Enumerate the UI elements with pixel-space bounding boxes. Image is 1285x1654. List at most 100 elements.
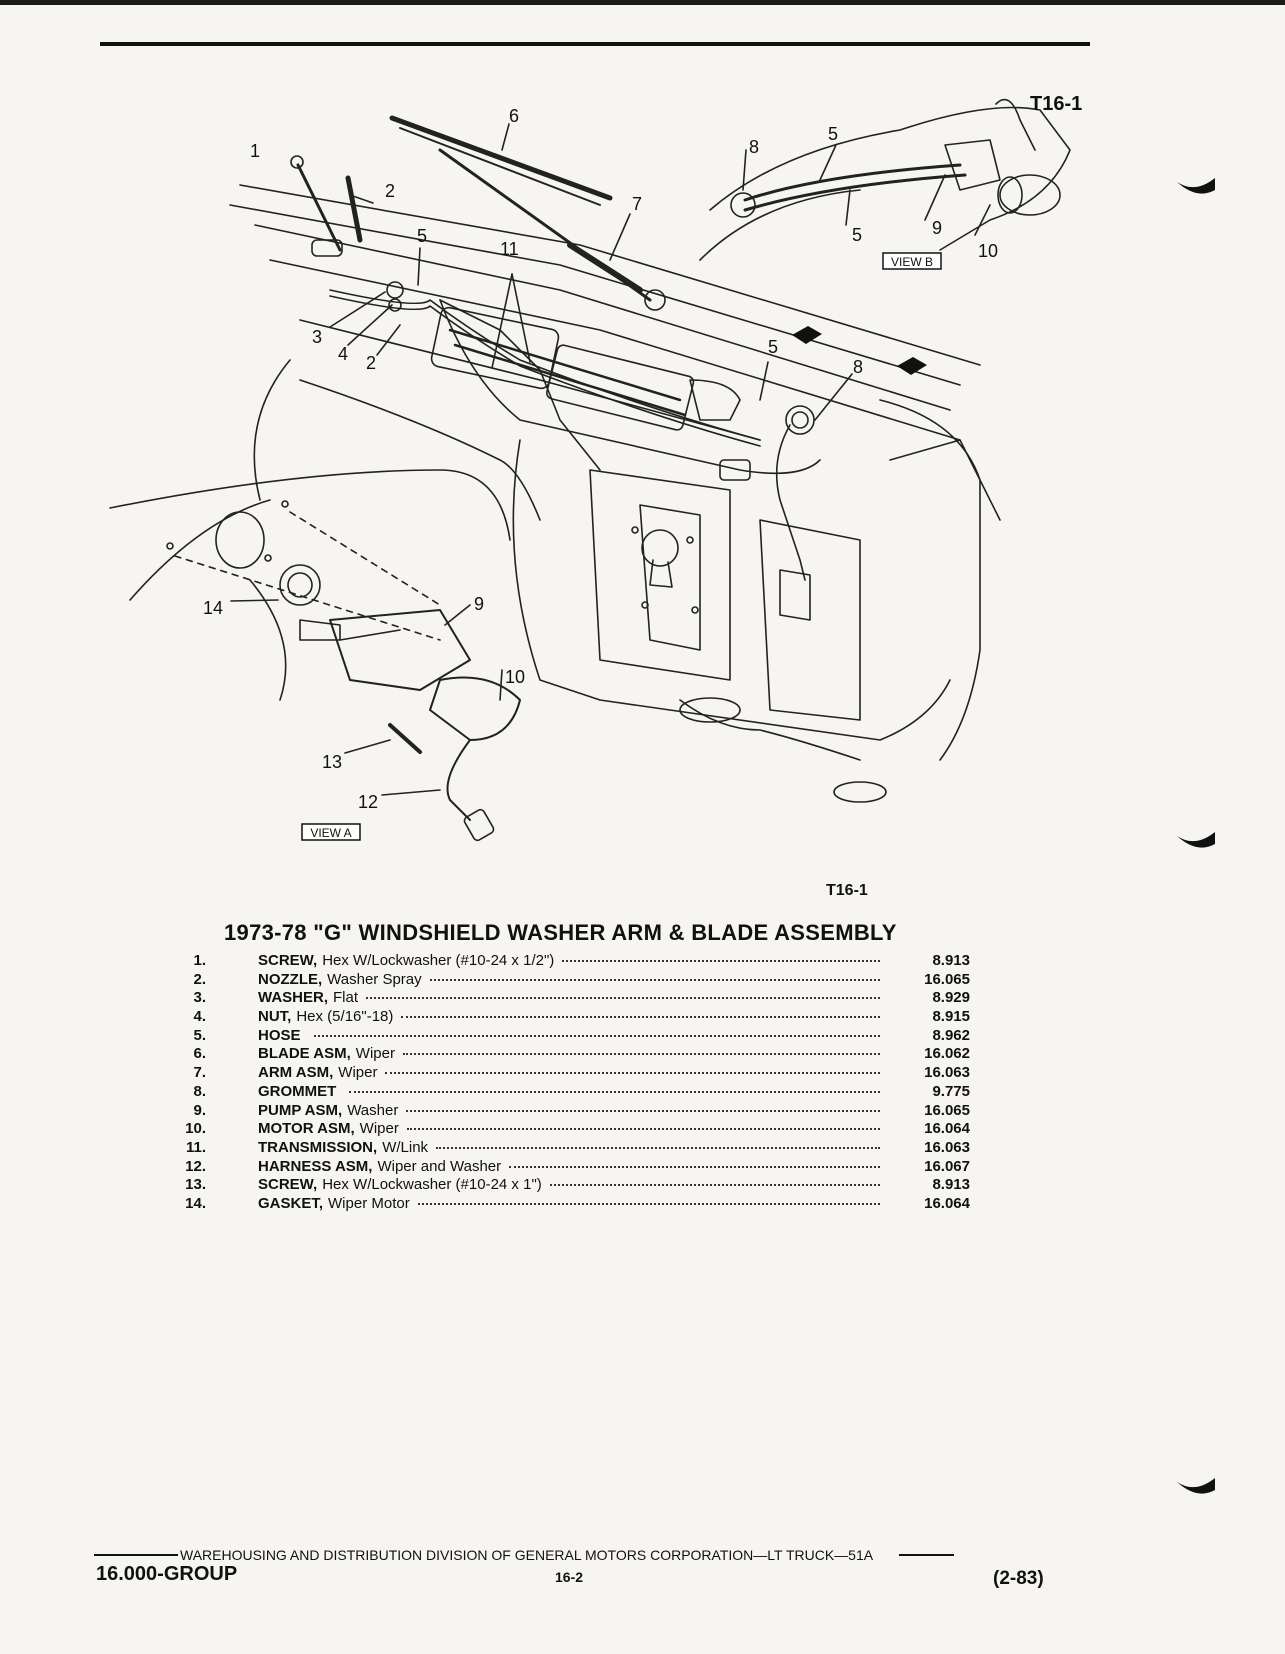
dot-leader — [406, 1106, 880, 1112]
parts-row: 3. WASHER,Flat 8.929 — [170, 989, 970, 1008]
part-name: TRANSMISSION, — [258, 1138, 378, 1156]
wiper-assembly-diagram: VIEW B VIEW A A B T16-1 1 2 2 3 4 5 5 5 … — [109, 93, 1082, 842]
part-name: GROMMET — [258, 1082, 337, 1100]
parts-row: 12. HARNESS ASM,Wiper and Washer 16.067 — [170, 1158, 970, 1177]
group-code: 8.929 — [932, 989, 970, 1007]
group-label: 16.000-GROUP — [96, 1563, 238, 1585]
dot-leader — [406, 1124, 880, 1131]
part-number: 5. — [193, 1026, 206, 1044]
dot-leader — [385, 1068, 880, 1075]
view-a-label: VIEW A — [310, 826, 351, 840]
view-arrow-a: A — [804, 331, 811, 341]
part-description: Wiper — [359, 1120, 399, 1138]
part-number: 14. — [185, 1194, 206, 1212]
part-number: 6. — [193, 1045, 206, 1063]
dot-leader — [313, 1031, 880, 1037]
parts-list: 1. SCREW, Hex W/Lockwasher (#10-24 x 1/2")… — [170, 952, 970, 1214]
group-code: 16.065 — [924, 1101, 970, 1119]
page-tab-mark — [1177, 1478, 1215, 1494]
callout-3: 3 — [312, 327, 322, 347]
page-number: 16-2 — [555, 1569, 584, 1585]
callout-10: 10 — [505, 667, 525, 687]
part-name: ARM ASM, — [258, 1064, 334, 1082]
part-number: 8. — [193, 1082, 206, 1100]
group-code: 16.064 — [924, 1194, 970, 1212]
view-b-label: VIEW B — [891, 255, 933, 269]
dot-leader — [401, 1012, 880, 1019]
figure-ref-bottom: T16-1 — [826, 882, 868, 899]
part-name: BLADE ASM, — [258, 1045, 351, 1063]
part-number: 4. — [193, 1008, 206, 1026]
callout-11: 11 — [500, 239, 519, 259]
group-code: 16.063 — [924, 1138, 970, 1156]
dot-leader — [402, 1049, 880, 1056]
part-name: HARNESS ASM, — [258, 1157, 373, 1175]
page-tab-mark — [1177, 178, 1215, 194]
part-name: WASHER, — [258, 989, 329, 1007]
part-description: Flat — [333, 989, 359, 1007]
part-name: MOTOR ASM, — [258, 1120, 355, 1138]
part-number: 10. — [185, 1120, 206, 1138]
group-code: 8.915 — [932, 1008, 970, 1026]
callout-9: 9 — [932, 218, 942, 238]
part-number: 11. — [185, 1138, 206, 1156]
part-description: Washer — [347, 1101, 399, 1119]
revision-date: (2-83) — [993, 1568, 1044, 1589]
part-description: Hex (5/16"-18) — [296, 1008, 394, 1026]
part-number: 3. — [193, 989, 206, 1007]
part-name: PUMP ASM, — [258, 1101, 343, 1119]
parts-row: 10. MOTOR ASM,Wiper 16.064 — [170, 1120, 970, 1139]
part-description: W/Link — [382, 1138, 429, 1156]
dot-leader — [436, 1143, 880, 1149]
group-code: 16.067 — [924, 1157, 970, 1175]
part-name: HOSE — [258, 1026, 301, 1044]
part-name: NUT, — [258, 1008, 292, 1026]
part-description: Wiper and Washer — [377, 1157, 502, 1175]
group-code: 16.064 — [924, 1120, 970, 1138]
dot-leader — [417, 1199, 880, 1205]
parts-row: 11. TRANSMISSION,W/Link 16.063 — [170, 1139, 970, 1158]
callout-10: 10 — [978, 241, 998, 261]
callout-8: 8 — [749, 137, 759, 157]
figure-ref-top: T16-1 — [1030, 93, 1082, 115]
part-number: 7. — [193, 1064, 206, 1082]
callout-9: 9 — [474, 594, 484, 614]
part-description: Wiper — [338, 1064, 378, 1082]
part-description: Washer Spray — [327, 970, 422, 988]
dot-leader — [349, 1087, 880, 1093]
group-code: 16.063 — [924, 1064, 970, 1082]
part-number: 1. — [193, 952, 206, 969]
part-name: GASKET, — [258, 1194, 324, 1212]
callout-7: 7 — [632, 194, 642, 214]
callout-4: 4 — [338, 344, 348, 364]
dot-leader — [509, 1162, 880, 1168]
group-code: 8.913 — [932, 952, 970, 969]
group-code: 8.913 — [932, 1176, 970, 1194]
callout-5: 5 — [828, 124, 838, 144]
dot-leader — [366, 993, 880, 1000]
callout-13: 13 — [322, 752, 342, 772]
parts-row: 4. NUT,Hex (5/16"-18) 8.915 — [170, 1008, 970, 1027]
part-name: SCREW, — [258, 1176, 318, 1194]
part-number: 2. — [193, 970, 206, 988]
callout-1: 1 — [250, 141, 260, 161]
group-code: 8.962 — [932, 1026, 970, 1044]
dot-leader — [562, 956, 880, 962]
part-number: 12. — [185, 1157, 206, 1175]
page-tab-mark — [1177, 832, 1215, 848]
group-code: 16.065 — [924, 970, 970, 988]
footer-rule — [899, 1554, 955, 1556]
parts-row: 5. HOSE 8.962 — [170, 1027, 970, 1046]
part-description: Hex W/Lockwasher (#10-24 x 1") — [322, 1176, 542, 1194]
part-description: Hex W/Lockwasher (#10-24 x 1/2") — [322, 952, 555, 969]
footer-rule — [94, 1554, 178, 1556]
view-arrow-b: B — [909, 362, 916, 372]
part-description: Wiper Motor — [328, 1194, 410, 1212]
callout-6: 6 — [509, 106, 519, 126]
callout-8: 8 — [853, 357, 863, 377]
callout-5: 5 — [768, 337, 778, 357]
